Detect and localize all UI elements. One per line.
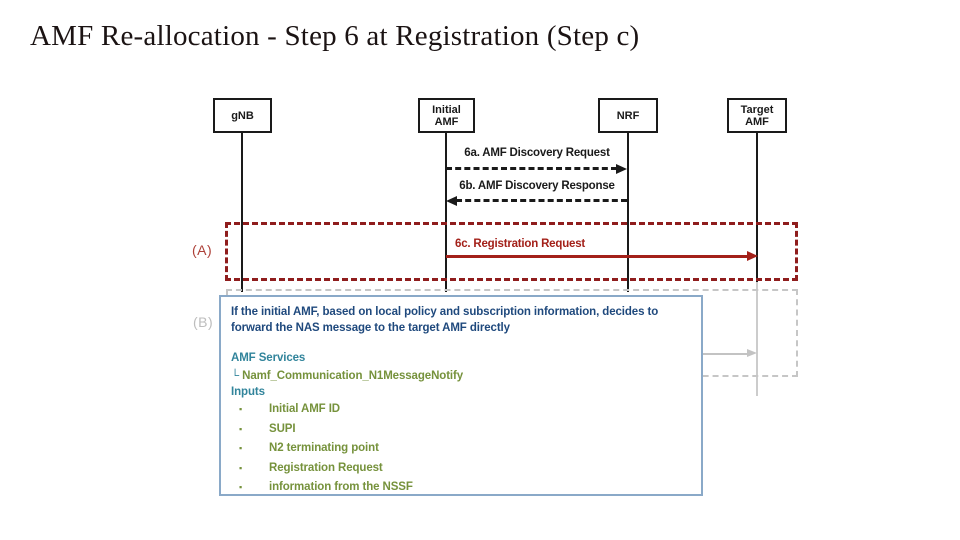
list-item-text: SUPI [269,422,296,435]
lifeline-target-amf-faded [756,282,758,396]
bullet-icon: ▪ [239,443,243,453]
note-services-heading: AMF Services [231,352,306,364]
tree-branch-icon: └ [231,370,243,382]
list-item: ▪ N2 terminating point [231,440,691,456]
lifeline-nrf [627,133,629,292]
arrowhead-left-icon [446,196,457,206]
list-item: ▪ SUPI [231,421,691,437]
message-6c-label: 6c. Registration Request [455,238,586,250]
message-6b-arrow [456,199,627,202]
message-6a-arrow [446,167,617,170]
list-item: ▪ Registration Request [231,460,691,476]
list-item: ▪ information from the NSSF [231,479,691,495]
lifeline-box-gnb: gNB [213,98,272,133]
note-box: If the initial AMF, based on local polic… [219,295,703,496]
message-6c-arrow [446,255,748,258]
note-intro-text: If the initial AMF, based on local polic… [231,306,659,334]
lifeline-label-nrf: NRF [616,109,640,122]
region-a-label: (A) [192,242,213,258]
message-6a-label: 6a. AMF Discovery Request [464,147,610,159]
lifeline-box-target-amf: Target AMF [727,98,787,133]
bullet-icon: ▪ [239,423,243,434]
list-item-text: Registration Request [269,461,383,474]
arrowhead-right-icon [616,164,627,174]
slide-title: AMF Re-allocation - Step 6 at Registrati… [30,20,640,52]
arrowhead-gray-icon [747,349,757,357]
region-a-frame [225,222,798,281]
lifeline-label-target-amf: Target AMF [740,103,774,128]
list-item-text: Initial AMF ID [269,403,341,415]
lifeline-initial-amf [445,133,447,292]
lifeline-box-initial-amf: Initial AMF [418,98,475,133]
lifeline-label-gnb: gNB [231,109,254,122]
lifeline-box-nrf: NRF [598,98,658,133]
lifeline-target-amf [756,133,758,282]
list-item: ▪ Initial AMF ID [231,401,691,417]
bullet-icon: ▪ [239,482,243,492]
note-service-line: └ Namf_Communication_N1MessageNotify [231,368,691,384]
region-b-faded-arrow [702,353,749,355]
note-inputs-list: ▪ Initial AMF ID ▪ SUPI ▪ N2 terminating po… [231,401,691,495]
bullet-icon: ▪ [239,404,243,414]
note-service-name: Namf_Communication_N1MessageNotify [242,370,464,382]
region-b-label: (B) [193,314,214,330]
bullet-icon: ▪ [239,462,243,473]
note-inputs-heading: Inputs [231,386,265,398]
arrowhead-red-icon [747,251,758,261]
list-item-text: information from the NSSF [269,481,413,493]
list-item-text: N2 terminating point [269,442,379,454]
lifeline-gnb [241,133,243,292]
message-6b-label: 6b. AMF Discovery Response [459,180,615,192]
lifeline-label-initial-amf: Initial AMF [432,103,461,128]
